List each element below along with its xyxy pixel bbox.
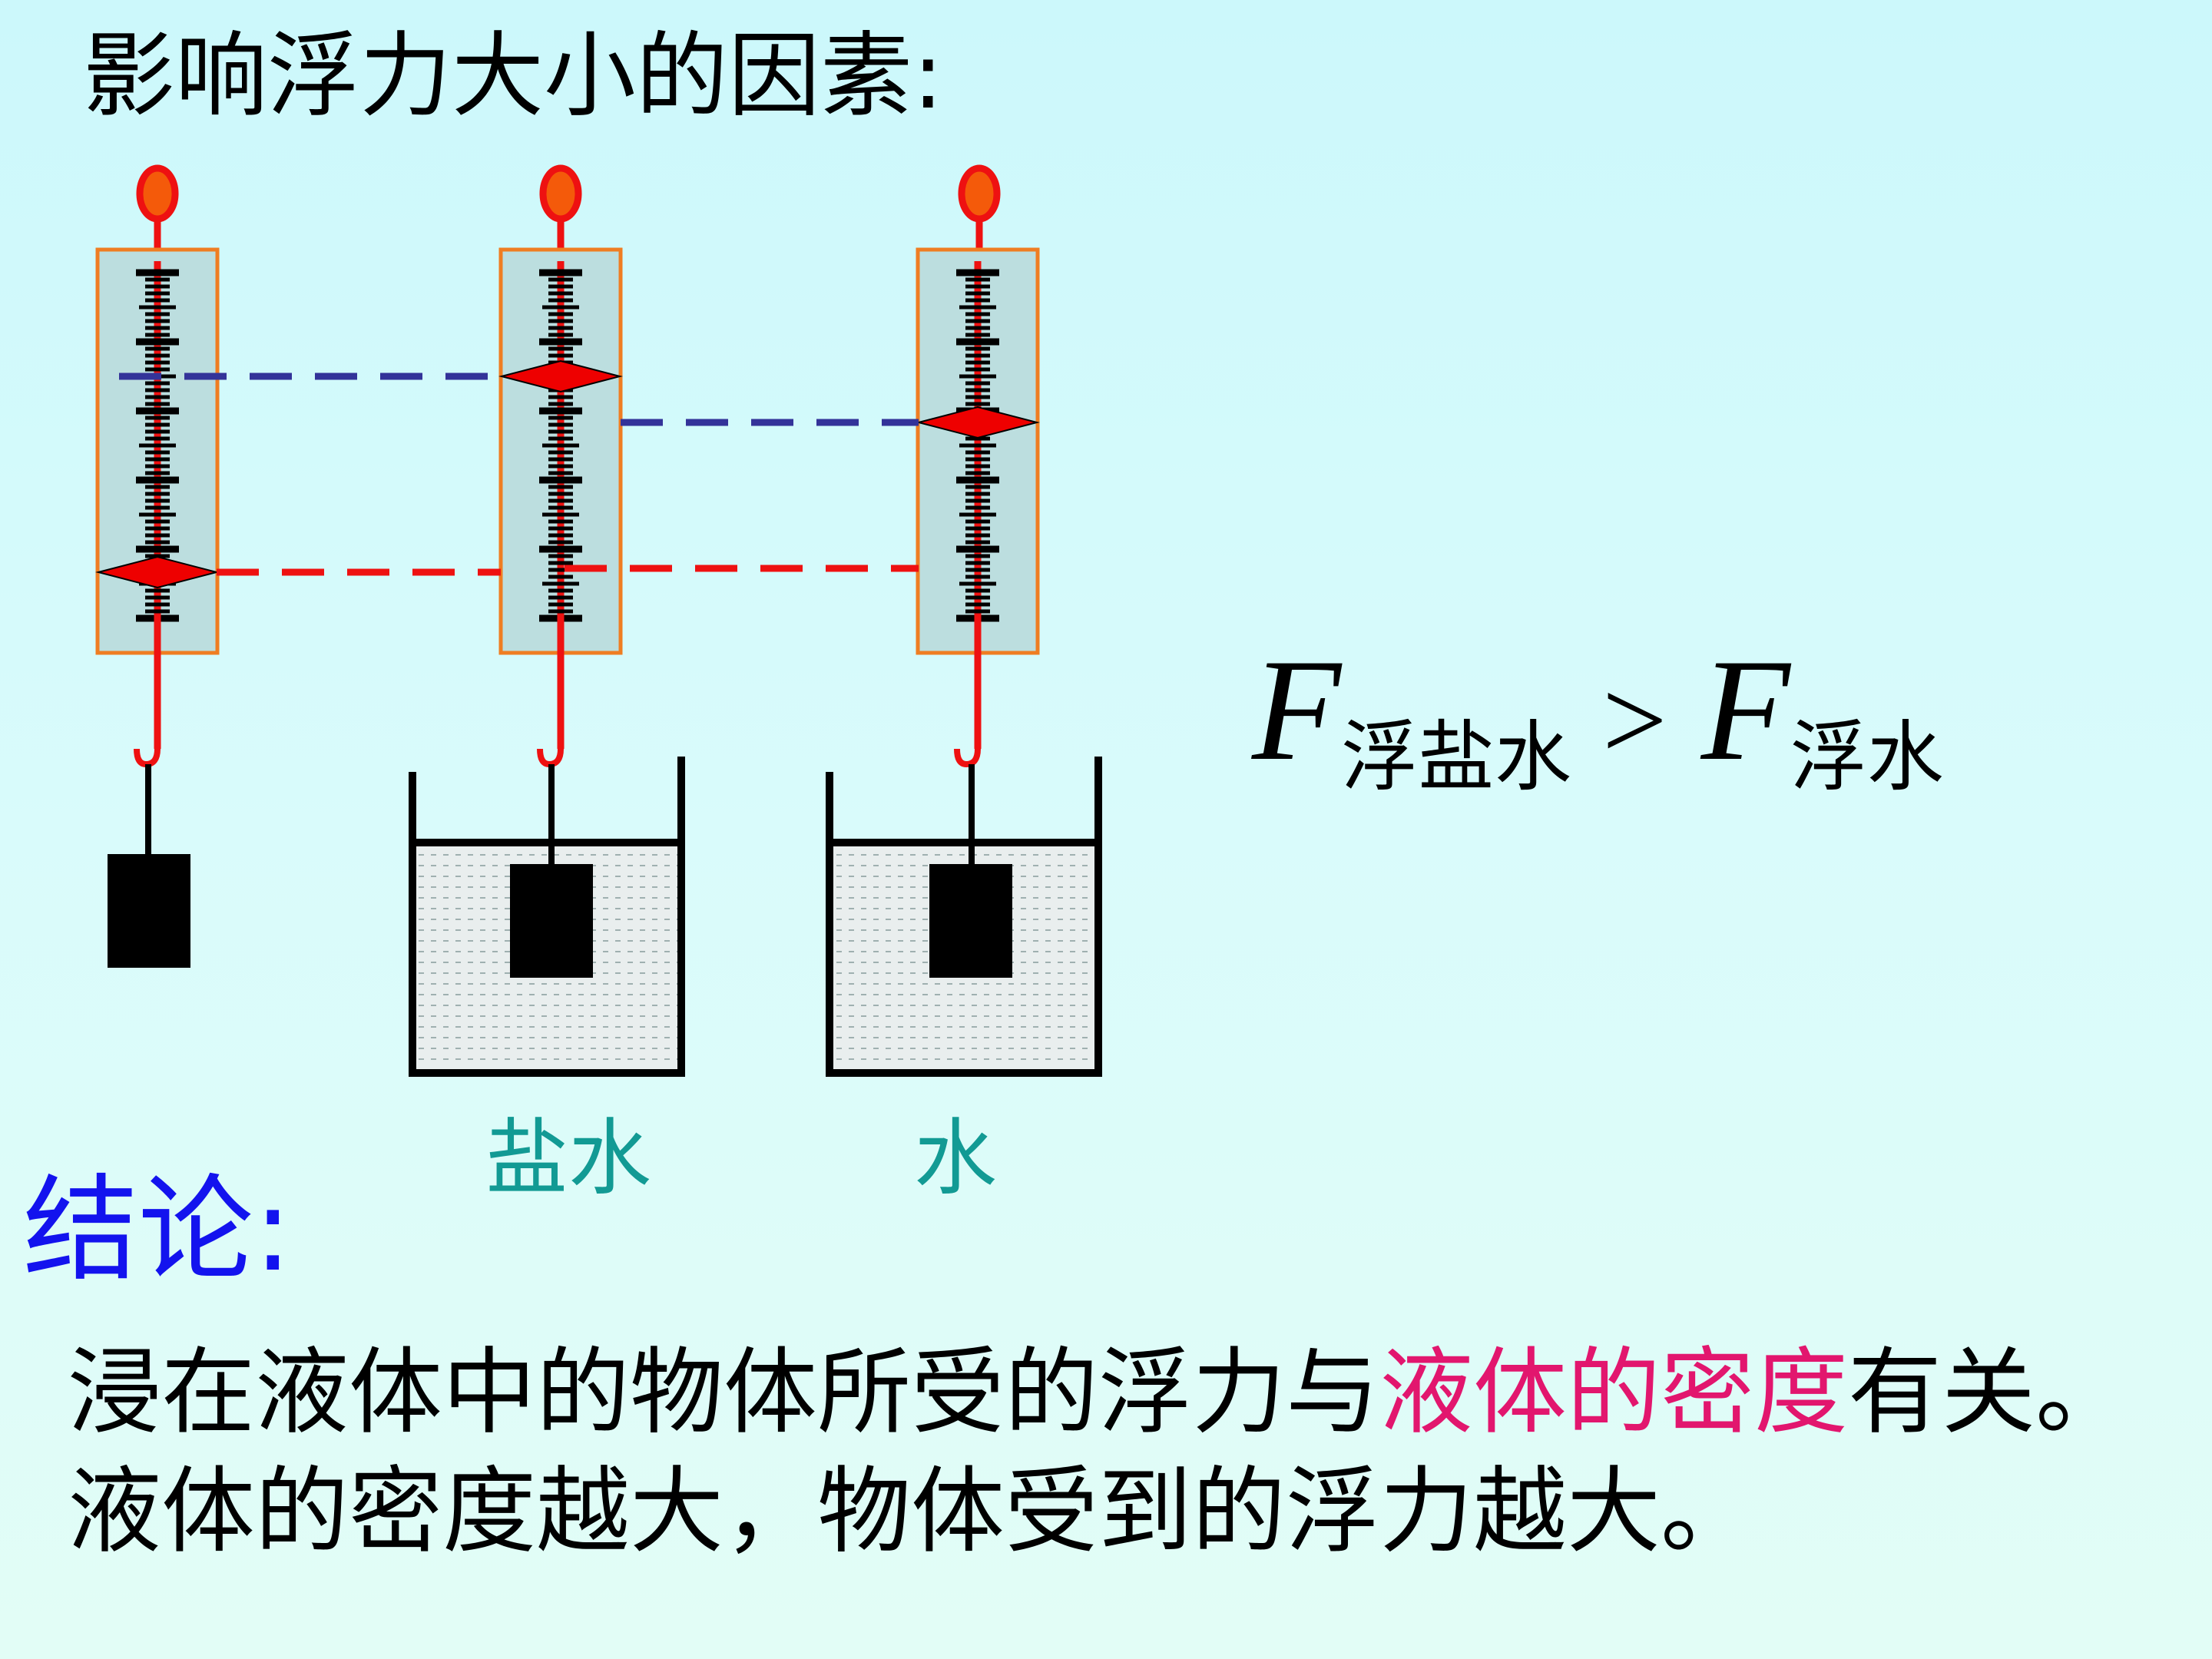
beaker-saltwater [409,757,685,1077]
spring-scale-water [916,164,1040,768]
buoyancy-comparison-formula: F浮盐水>F浮水 [1252,637,1944,796]
conclusion-line-2: 液体的密度越大，物体受到的浮力越大。 [68,1457,1754,1566]
formula-left-subscript: 浮盐水 [1341,715,1572,800]
weight-block [510,864,593,978]
water-label: 水 [914,1111,998,1207]
conclusion-text: 有关。 [1848,1338,2129,1447]
scale-ring-icon [136,164,179,223]
conclusion-text: 浸在液体中的物体所受的浮力与 [68,1338,1379,1447]
pointer-icon [498,359,623,393]
formula-right-subscript: 浮水 [1790,715,1944,800]
conclusion-label: 结论: [23,1164,293,1297]
hook-icon [954,730,981,768]
formula-operator: > [1602,657,1667,784]
weight-block [108,854,190,968]
formula-force-symbol: F [1252,630,1342,791]
weight-block [929,864,1012,978]
conclusion-highlight: 液体的密度 [1379,1338,1848,1447]
saltwater-label: 盐水 [485,1111,652,1207]
scale-ring-icon [958,164,1001,223]
conclusion-line-1: 浸在液体中的物体所受的浮力与液体的密度有关。 [68,1336,2129,1449]
spring-scale-saltwater [498,164,623,768]
page-title: 影响浮力大小的因素: [83,23,944,130]
formula-force-symbol: F [1700,630,1790,791]
scale-ring-icon [539,164,582,223]
beaker-water [826,757,1102,1077]
spring-scale-air [95,164,220,968]
pointer-icon [916,406,1040,439]
